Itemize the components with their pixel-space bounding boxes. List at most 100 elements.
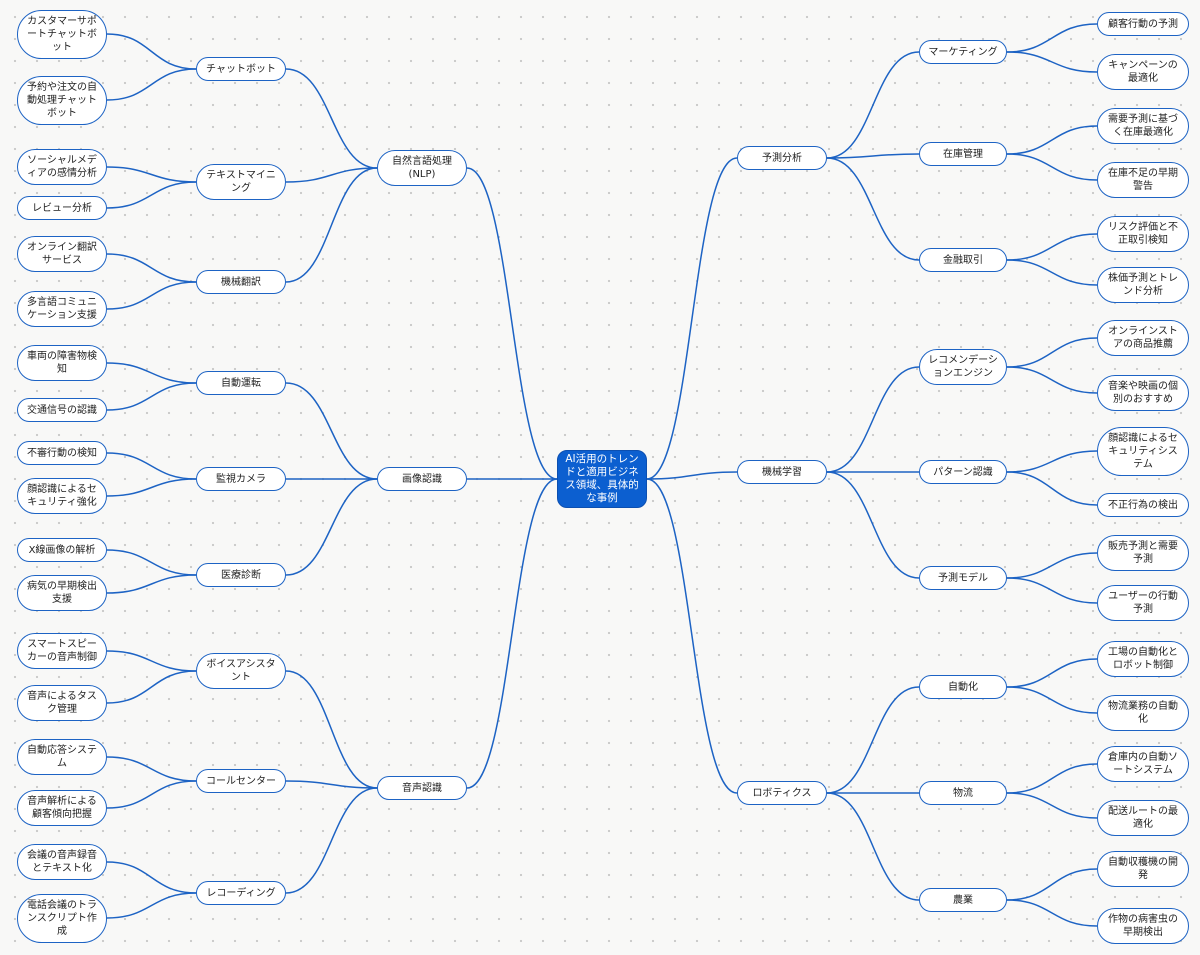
left-example-node[interactable]: レビュー分析 [17, 196, 107, 220]
left-topic-node[interactable]: ボイスアシスタント [196, 653, 286, 689]
left-topic-node[interactable]: 機械翻訳 [196, 270, 286, 294]
left-example-node[interactable]: ソーシャルメディアの感情分析 [17, 149, 107, 185]
left-topic-node[interactable]: 医療診断 [196, 563, 286, 587]
left-topic-node[interactable]: レコーディング [196, 881, 286, 905]
left-example-node[interactable]: カスタマーサポートチャットボット [17, 9, 107, 59]
left-example-node[interactable]: 交通信号の認識 [17, 398, 107, 422]
left-branch-node[interactable]: 画像認識 [377, 467, 467, 491]
right-example-node[interactable]: 配送ルートの最適化 [1097, 800, 1189, 836]
right-branch-node[interactable]: 機械学習 [737, 460, 827, 484]
left-example-node[interactable]: 電話会議のトランスクリプト作成 [17, 893, 107, 943]
left-example-node-label: オンライン翻訳サービス [27, 242, 97, 266]
left-example-node[interactable]: 音声解析による顧客傾向把握 [17, 790, 107, 826]
right-example-node[interactable]: 不正行為の検出 [1097, 493, 1189, 517]
left-topic-node-label: 医療診断 [221, 569, 261, 581]
right-example-node[interactable]: 顧客行動の予測 [1097, 12, 1189, 36]
left-topic-node[interactable]: 自動運転 [196, 371, 286, 395]
branch-connector [285, 478, 378, 576]
right-example-node-label: 作物の病害虫の早期検出 [1108, 914, 1178, 938]
right-example-node[interactable]: 在庫不足の早期警告 [1097, 162, 1189, 198]
left-example-node-label: 予約や注文の自動処理チャットボット [27, 81, 97, 119]
left-branch-node[interactable]: 音声認識 [377, 776, 467, 800]
left-example-node[interactable]: 自動応答システム [17, 739, 107, 775]
right-example-node[interactable]: 自動収穫機の開発 [1097, 851, 1189, 887]
leaf-connector [106, 68, 197, 101]
leaf-connector [106, 166, 197, 183]
leaf-connector [1006, 899, 1098, 927]
right-topic-node-label: 金融取引 [943, 254, 983, 266]
leaf-connector [1006, 552, 1098, 579]
right-example-node[interactable]: オンラインストアの商品推薦 [1097, 320, 1189, 356]
right-topic-node-label: 在庫管理 [943, 148, 983, 160]
right-topic-node[interactable]: マーケティング [919, 40, 1007, 64]
leaf-connector [106, 756, 197, 782]
right-example-node-label: 自動収穫機の開発 [1108, 857, 1178, 881]
left-example-node[interactable]: 顔認識によるセキュリティ強化 [17, 478, 107, 514]
right-example-node-label: 不正行為の検出 [1108, 499, 1178, 511]
right-example-node[interactable]: ユーザーの行動予測 [1097, 585, 1189, 621]
right-example-node[interactable]: 物流業務の自動化 [1097, 695, 1189, 731]
right-topic-node-label: 予測モデル [938, 572, 988, 584]
left-example-node-label: 多言語コミュニケーション支援 [27, 297, 97, 321]
left-topic-node-label: コールセンター [206, 775, 276, 787]
right-example-node[interactable]: 株価予測とトレンド分析 [1097, 267, 1189, 303]
right-topic-node-label: パターン認識 [933, 466, 993, 478]
left-topic-node[interactable]: テキストマイニング [196, 164, 286, 200]
right-topic-node[interactable]: レコメンデーションエンジン [919, 349, 1007, 385]
branch-connector [826, 366, 920, 473]
right-topic-node[interactable]: 金融取引 [919, 248, 1007, 272]
right-topic-node[interactable]: 自動化 [919, 675, 1007, 699]
right-topic-node[interactable]: 物流 [919, 781, 1007, 805]
right-example-node[interactable]: 顔認識によるセキュリティシステム [1097, 426, 1189, 476]
left-example-node-label: ソーシャルメディアの感情分析 [27, 155, 97, 179]
right-example-node-label: ユーザーの行動予測 [1108, 591, 1178, 615]
leaf-connector [1006, 337, 1098, 368]
right-topic-node[interactable]: パターン認識 [919, 460, 1007, 484]
right-topic-node-label: 自動化 [948, 681, 978, 693]
left-example-node[interactable]: オンライン翻訳サービス [17, 236, 107, 272]
root-node-label: AI活用のトレンドと適用ビジネス領域、具体的な事例 [565, 453, 639, 504]
left-topic-node[interactable]: 監視カメラ [196, 467, 286, 491]
right-example-node[interactable]: 工場の自動化とロボット制御 [1097, 641, 1189, 677]
root-node[interactable]: AI活用のトレンドと適用ビジネス領域、具体的な事例 [557, 450, 647, 508]
right-example-node[interactable]: 需要予測に基づく在庫最適化 [1097, 108, 1189, 144]
right-branch-node-label: 機械学習 [762, 466, 802, 478]
left-example-node[interactable]: スマートスピーカーの音声制御 [17, 633, 107, 669]
right-example-node[interactable]: 販売予測と需要予測 [1097, 535, 1189, 571]
root-connector [466, 167, 558, 480]
leaf-connector [1006, 125, 1098, 155]
right-topic-node[interactable]: 農業 [919, 888, 1007, 912]
left-topic-node-label: 監視カメラ [216, 473, 266, 485]
right-branch-node[interactable]: ロボティクス [737, 781, 827, 805]
leaf-connector [1006, 366, 1098, 394]
right-example-node[interactable]: 音楽や映画の個別のおすすめ [1097, 375, 1189, 411]
leaf-connector [106, 253, 197, 283]
right-example-node-label: 音楽や映画の個別のおすすめ [1108, 381, 1178, 405]
leaf-connector [106, 281, 197, 310]
left-example-node[interactable]: 病気の早期検出支援 [17, 575, 107, 611]
left-example-node[interactable]: 予約や注文の自動処理チャットボット [17, 75, 107, 125]
right-example-node[interactable]: 倉庫内の自動ソートシステム [1097, 746, 1189, 782]
right-example-node-label: 顔認識によるセキュリティシステム [1108, 432, 1178, 470]
left-example-node[interactable]: 会議の音声録音とテキスト化 [17, 844, 107, 880]
right-topic-node[interactable]: 在庫管理 [919, 142, 1007, 166]
branch-connector [285, 787, 378, 894]
right-branch-node[interactable]: 予測分析 [737, 146, 827, 170]
left-branch-node[interactable]: 自然言語処理(NLP) [377, 150, 467, 186]
branch-connector [826, 471, 920, 579]
left-example-node[interactable]: 不審行動の検知 [17, 441, 107, 465]
right-example-node-label: 株価予測とトレンド分析 [1108, 273, 1178, 297]
leaf-connector [1006, 868, 1098, 901]
left-example-node[interactable]: X線画像の解析 [17, 538, 107, 562]
leaf-connector [1006, 23, 1098, 53]
left-example-node[interactable]: 車両の障害物検知 [17, 345, 107, 381]
right-example-node[interactable]: リスク評価と不正取引検知 [1097, 216, 1189, 252]
left-topic-node[interactable]: コールセンター [196, 769, 286, 793]
left-topic-node[interactable]: チャットボット [196, 57, 286, 81]
right-topic-node[interactable]: 予測モデル [919, 566, 1007, 590]
left-example-node[interactable]: 音声によるタスク管理 [17, 685, 107, 721]
right-example-node[interactable]: キャンペーンの最適化 [1097, 54, 1189, 90]
right-example-node[interactable]: 作物の病害虫の早期検出 [1097, 908, 1189, 944]
left-example-node[interactable]: 多言語コミュニケーション支援 [17, 291, 107, 327]
